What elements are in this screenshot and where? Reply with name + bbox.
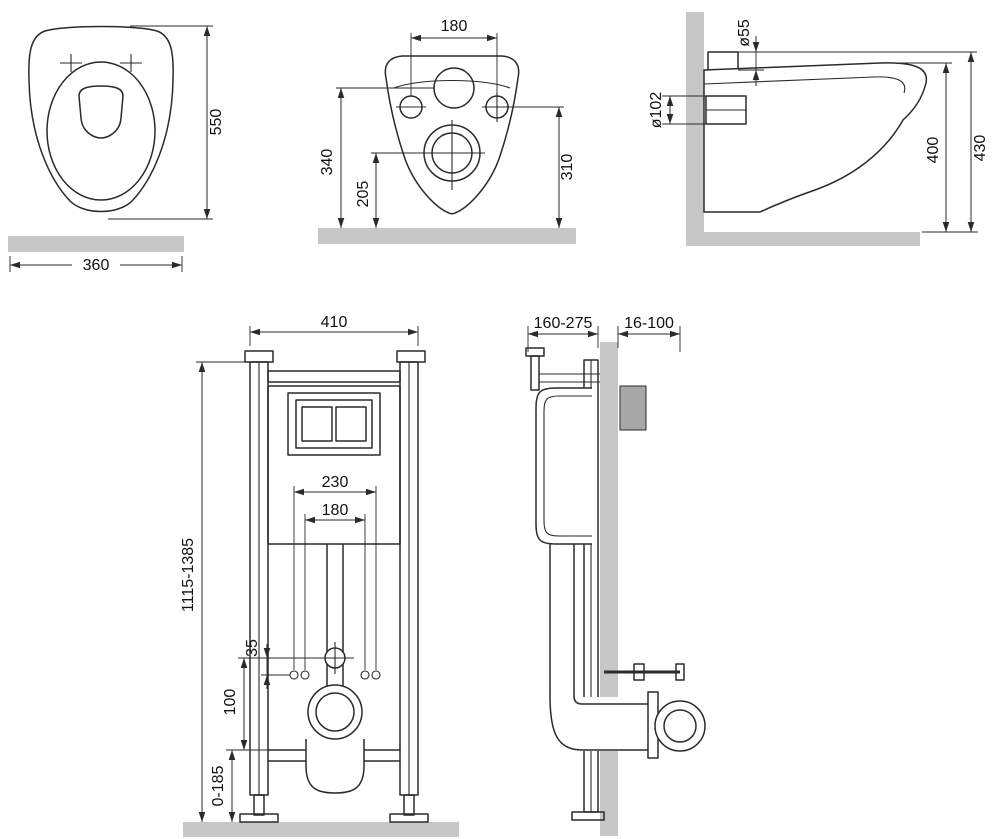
access-window xyxy=(287,392,381,456)
dim-label-180-front: 180 xyxy=(322,502,349,519)
dim-overall-height: 430 xyxy=(740,51,989,233)
dim-label-400: 400 xyxy=(925,137,942,164)
dim-label-0-185: 0-185 xyxy=(210,765,227,806)
floor-strip xyxy=(183,822,459,837)
dim-offset-small: 35 xyxy=(244,639,290,689)
dim-label-180: 180 xyxy=(441,18,468,35)
rail-cap xyxy=(396,350,426,363)
floor-strip xyxy=(686,232,920,246)
foot-right xyxy=(389,794,429,823)
dim-label-160-275: 160-275 xyxy=(534,315,593,332)
dim-label-100: 100 xyxy=(222,689,239,716)
dim-hole-spacing: 180 xyxy=(410,18,498,96)
dim-label-1115-1385: 1115-1385 xyxy=(180,538,197,612)
dim-foot-range: 0-185 xyxy=(210,750,236,822)
rail-cap xyxy=(244,350,274,363)
toilet-side-view: ø55 ø102 400 430 xyxy=(648,12,989,246)
dim-label-d102: ø102 xyxy=(648,92,665,129)
dim-label-410: 410 xyxy=(321,314,348,331)
dim-depth-range: 160-275 xyxy=(527,315,599,352)
bowl-outline xyxy=(28,25,174,213)
outlet-fitting-inner xyxy=(663,709,697,743)
drain-outlet xyxy=(307,684,363,740)
frame-rail-left xyxy=(244,350,274,796)
dim-height-range: 1115-1385 xyxy=(180,361,245,822)
toilet-mounting-view: 180 340 205 310 xyxy=(318,18,576,244)
flush-button-small xyxy=(335,406,367,442)
dim-wall-range: 16-100 xyxy=(617,315,681,352)
dim-label-430: 430 xyxy=(972,135,989,162)
dim-width: 360 xyxy=(9,255,183,274)
dim-frame-width: 410 xyxy=(249,314,419,346)
bowl-rim xyxy=(46,61,156,201)
dim-label-205: 205 xyxy=(355,181,372,208)
dim-label-340: 340 xyxy=(319,149,336,176)
toilet-top-view: 550 360 xyxy=(8,25,225,274)
frame-rail-right xyxy=(396,350,426,796)
water-outline xyxy=(78,85,124,139)
dim-bolt-height: 310 xyxy=(512,106,576,228)
frame-side-view: 160-275 16-100 xyxy=(525,315,706,836)
inlet-stub xyxy=(707,51,739,71)
face-contour xyxy=(393,80,511,89)
outlet-spigot xyxy=(705,95,747,125)
dim-label-550: 550 xyxy=(208,109,225,136)
bowl-profile xyxy=(703,62,928,213)
dim-offset-large: 100 xyxy=(222,658,268,751)
dim-drain-height: 205 xyxy=(355,152,419,228)
dim-inner-spacing: 180 xyxy=(304,502,366,670)
foot-left xyxy=(239,794,279,823)
flush-button-large xyxy=(301,406,333,442)
drain-hole xyxy=(419,120,485,190)
wall-panel xyxy=(600,342,618,836)
wall-strip xyxy=(686,12,704,232)
dim-outlet-diameter: ø102 xyxy=(648,92,706,129)
dim-label-35: 35 xyxy=(244,639,261,657)
wall-anchor-bolt xyxy=(604,663,685,681)
frame-front-view: 410 230 180 1115-1385 35 xyxy=(180,314,459,837)
dim-label-d55: ø55 xyxy=(736,19,753,47)
dim-length: 550 xyxy=(108,25,225,220)
label-backing xyxy=(72,255,120,273)
dim-rim-height: 400 xyxy=(884,62,952,232)
top-crossbar xyxy=(267,370,401,383)
flush-bend-pipe xyxy=(549,543,575,697)
dim-inlet-height: 340 xyxy=(319,87,434,228)
seat-hinge-marks xyxy=(60,54,142,72)
through-wall-sleeve xyxy=(619,385,647,431)
flush-plate xyxy=(295,399,373,449)
foot-plate xyxy=(571,811,605,821)
drain-elbow-side xyxy=(549,691,706,759)
drain-elbow xyxy=(305,739,365,794)
cistern xyxy=(267,385,401,545)
dim-label-16-100: 16-100 xyxy=(624,315,674,332)
floor-strip xyxy=(318,228,576,244)
foot-plate xyxy=(239,813,279,823)
wall-strip xyxy=(8,236,184,252)
dim-label-310: 310 xyxy=(559,154,576,181)
rim-profile-line xyxy=(703,76,906,94)
flush-actuator xyxy=(525,347,600,391)
dim-label-360: 360 xyxy=(83,257,110,274)
cistern-side xyxy=(535,387,592,545)
foot-plate xyxy=(389,813,429,823)
dim-label-230: 230 xyxy=(322,474,349,491)
dim-outer-spacing: 230 xyxy=(293,474,377,670)
supply-connection xyxy=(238,642,354,674)
